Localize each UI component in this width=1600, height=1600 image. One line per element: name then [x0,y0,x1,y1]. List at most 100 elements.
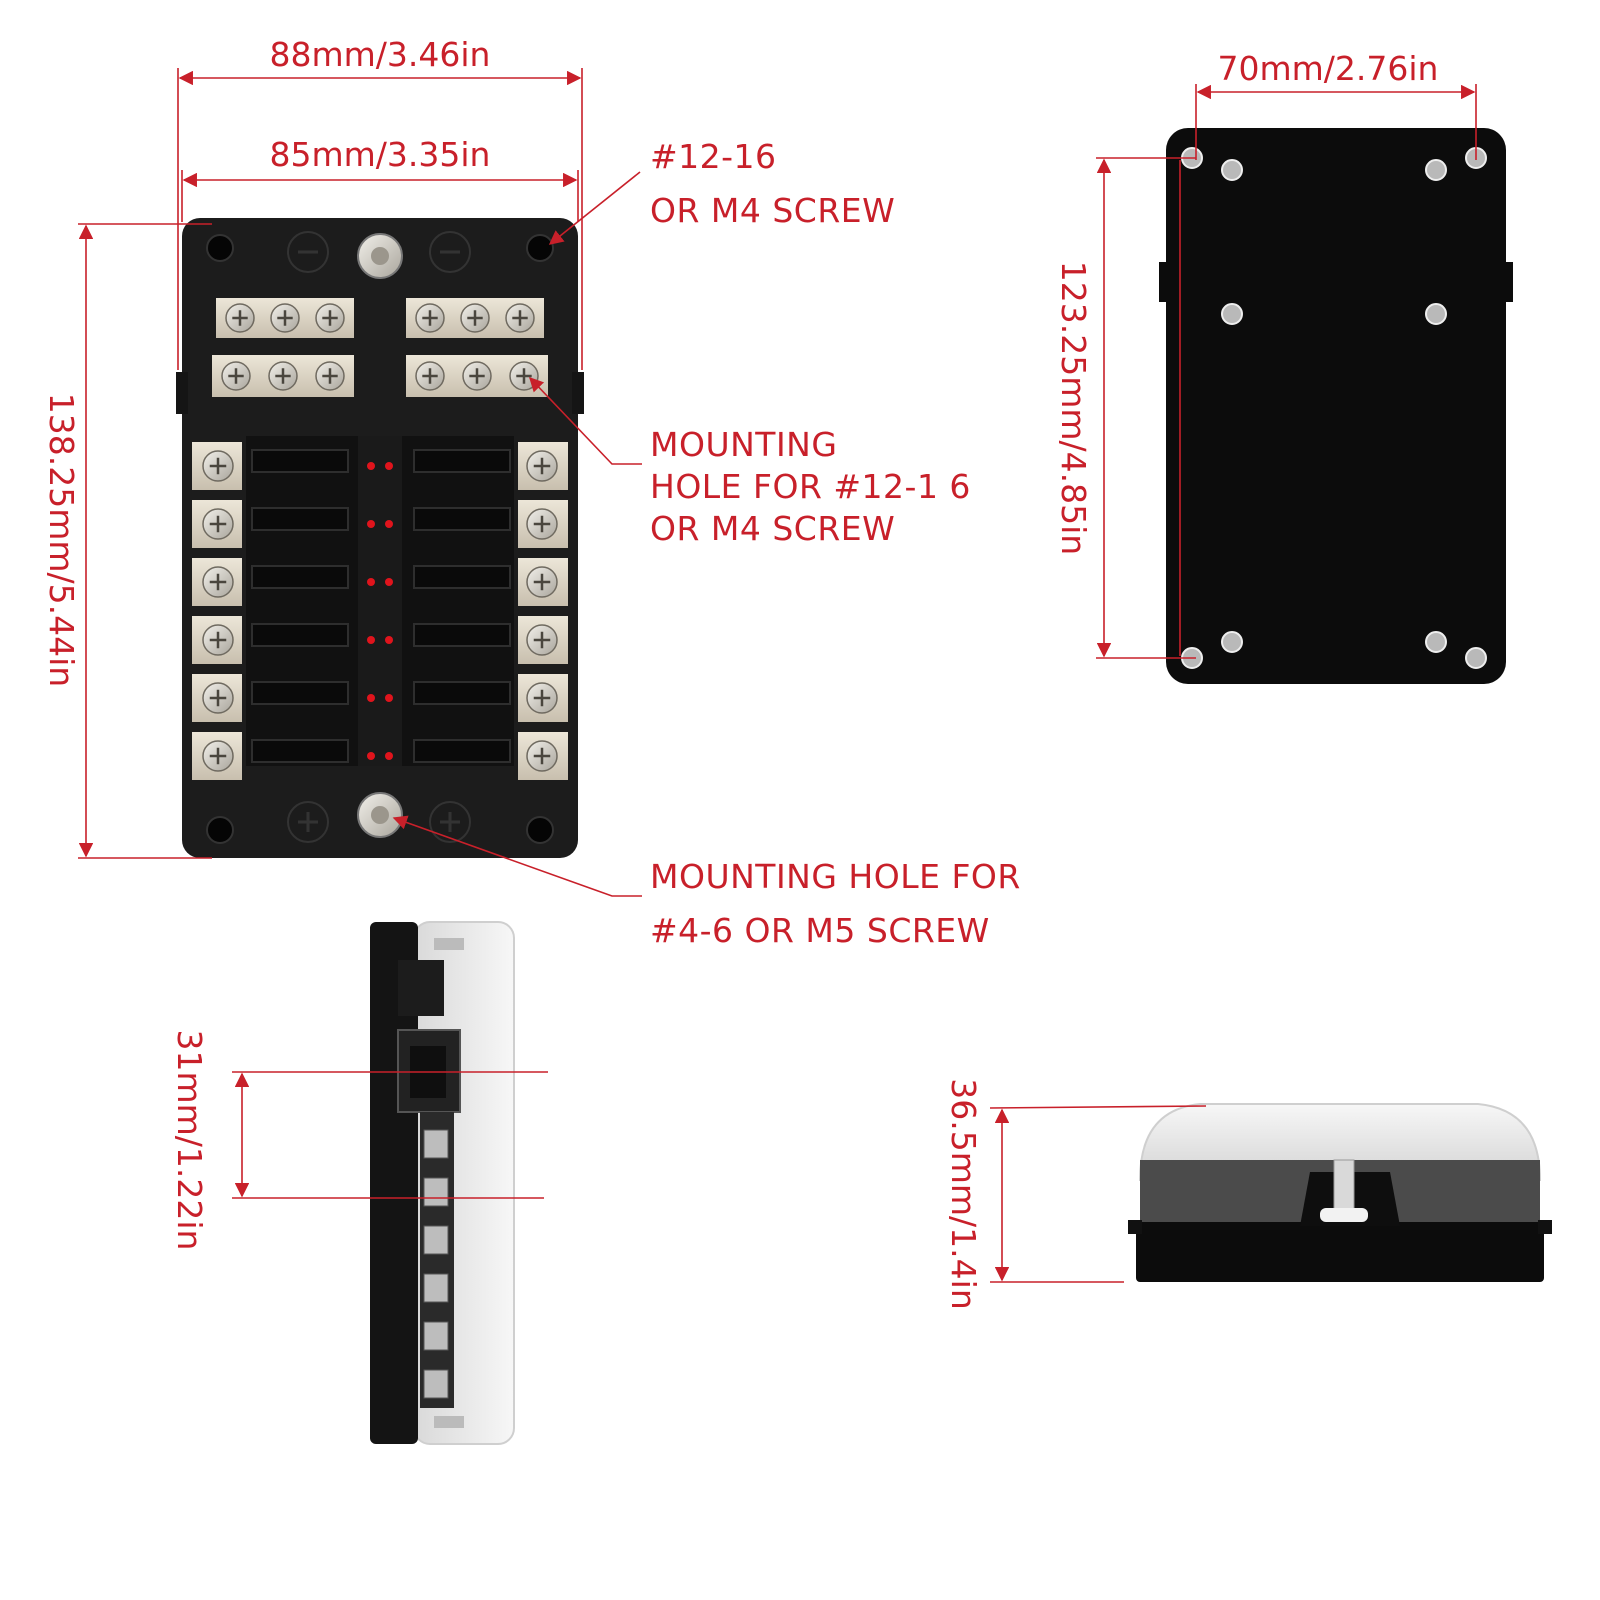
fuse-slot-left [251,565,349,589]
side-terminal-tab [423,1321,449,1351]
label-back-height: 123.25mm/4.85in [1054,261,1093,555]
led-indicator-right [385,636,393,644]
dimension-lines [78,68,1477,1283]
bus-screw-2-1 [268,361,298,391]
label-side-depth: 31mm/1.22in [170,1030,209,1251]
fuse-slot-right [413,565,511,589]
led-indicator-right [385,694,393,702]
fuse-slot-left [251,681,349,705]
bottom-stud-core [371,806,389,824]
callout-labels: #12-16 OR M4 SCREW MOUNTING HOLE FOR #12… [650,137,1020,950]
right-terminal-screw-slot [533,515,551,533]
led-indicator-left [367,752,375,760]
right-terminal-screw [526,566,558,598]
right-terminal-screw [526,740,558,772]
right-terminal-screw [526,624,558,656]
right-terminal-screw [526,682,558,714]
led-indicator-left [367,578,375,586]
leader-center-hole [392,815,642,897]
plus-mark-right-cross [440,812,460,832]
led-indicator-right [385,752,393,760]
left-terminal-screw [202,566,234,598]
end-stud [1333,1159,1355,1217]
bus-screw-0-1-slot [277,310,293,326]
left-terminal-screw [202,682,234,714]
leader-corner-screw [548,171,641,245]
left-terminal-screw-slot [209,747,227,765]
side-terminal-tab [423,1369,449,1399]
fuse-row [192,674,568,722]
left-terminal-screw [202,740,234,772]
left-terminal-screw-slot [209,457,227,475]
callout-mounting-hole-line1: MOUNTING [650,425,837,464]
rivet-icon [1425,159,1447,181]
rivet-icon [1465,647,1487,669]
right-terminal-screw-slot [533,689,551,707]
dim-36-ext-top [989,1105,1207,1109]
bus-screw-0-0-slot [232,310,248,326]
end-base [1136,1222,1544,1282]
callout-leaders [392,171,642,897]
right-terminal-screw [526,450,558,482]
front-left-ear [176,372,188,414]
side-terminal-column [420,1112,454,1408]
bus-screw-2-0-slot [228,368,244,384]
bus-screw-3-0-slot [422,368,438,384]
led-indicator-left [367,694,375,702]
side-terminal-tab [423,1225,449,1255]
bus-screw-0-2-slot [322,310,338,326]
fuse-slot-left [251,507,349,531]
side-terminal-tab [423,1177,449,1207]
rivet-icon [1221,303,1243,325]
right-terminal-screw [526,508,558,540]
bus-screw-1-0-slot [422,310,438,326]
bus-screw-3-2-slot [516,368,532,384]
fuse-slot-left [251,623,349,647]
left-terminal-screw-slot [209,573,227,591]
bus-screw-0-1 [270,303,300,333]
bus-screw-1-0 [415,303,445,333]
corner-hole-top-left [206,234,234,262]
fuse-slot-right [413,623,511,647]
fuse-row [192,442,568,490]
fuse-row [192,616,568,664]
leader-mounting-hole [529,376,642,465]
bus-screw-2-2 [315,361,345,391]
callout-corner-screw-line1: #12-16 [650,137,777,176]
bus-screw-2-2-slot [322,368,338,384]
fuse-slot-left [251,739,349,763]
bus-screw-1-2-slot [512,310,528,326]
bus-screw-0-0 [225,303,255,333]
callout-mounting-hole-line2: HOLE FOR #12-1 6 [650,467,971,506]
side-view [370,921,515,1445]
side-bottom-screw [434,1416,464,1428]
dimension-labels: 88mm/3.46in 85mm/3.35in 138.25mm/5.44in … [42,35,1438,1310]
fuse-slot-right [413,681,511,705]
plus-mark-left [287,801,329,843]
bus-screw-3-1 [462,361,492,391]
callout-corner-screw-line2: OR M4 SCREW [650,191,895,230]
end-flange-right [1538,1220,1552,1234]
led-indicator-right [385,578,393,586]
bus-screw-1-1-slot [467,310,483,326]
fuse-slot-right [413,449,511,473]
bus-screw-2-0 [221,361,251,391]
led-indicator-right [385,520,393,528]
rivet-icon [1425,303,1447,325]
back-body [1166,128,1506,684]
label-front-height: 138.25mm/5.44in [42,393,81,687]
front-right-ear [572,372,584,414]
right-terminal-screw-slot [533,573,551,591]
led-indicator-right [385,462,393,470]
plus-mark-left-cross [298,812,318,832]
rivet-icon [1425,631,1447,653]
led-indicator-left [367,520,375,528]
end-view [1128,1103,1552,1282]
callout-center-hole-line2: #4-6 OR M5 SCREW [650,911,990,950]
fuse-rows [192,442,568,780]
back-view [1159,128,1513,684]
rivet-icon [1221,159,1243,181]
right-terminal-screw-slot [533,457,551,475]
bus-screw-3-2 [509,361,539,391]
